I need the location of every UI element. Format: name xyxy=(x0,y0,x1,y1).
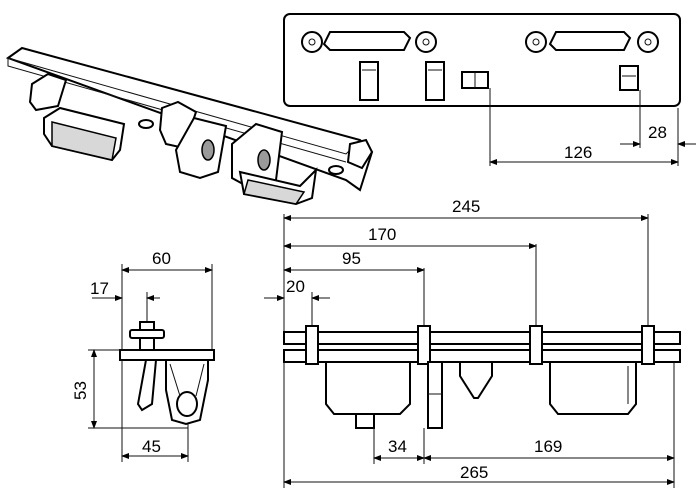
dim-34: 34 xyxy=(388,437,407,456)
isometric-view xyxy=(5,46,374,206)
dim-60: 60 xyxy=(152,249,171,268)
dim-126: 126 xyxy=(564,143,592,162)
dim-20: 20 xyxy=(286,277,305,296)
front-view: 245 170 95 20 34 169 265 xyxy=(264,197,681,488)
dim-53: 53 xyxy=(71,381,90,400)
dim-95: 95 xyxy=(342,249,361,268)
dim-169: 169 xyxy=(534,437,562,456)
dim-28: 28 xyxy=(648,123,667,142)
dim-17: 17 xyxy=(90,279,109,298)
dim-245: 245 xyxy=(452,197,480,216)
top-view: 126 28 xyxy=(283,13,696,166)
dim-265: 265 xyxy=(460,463,488,482)
side-view: 60 17 53 45 xyxy=(71,249,215,462)
dim-170: 170 xyxy=(368,225,396,244)
dim-45: 45 xyxy=(142,437,161,456)
